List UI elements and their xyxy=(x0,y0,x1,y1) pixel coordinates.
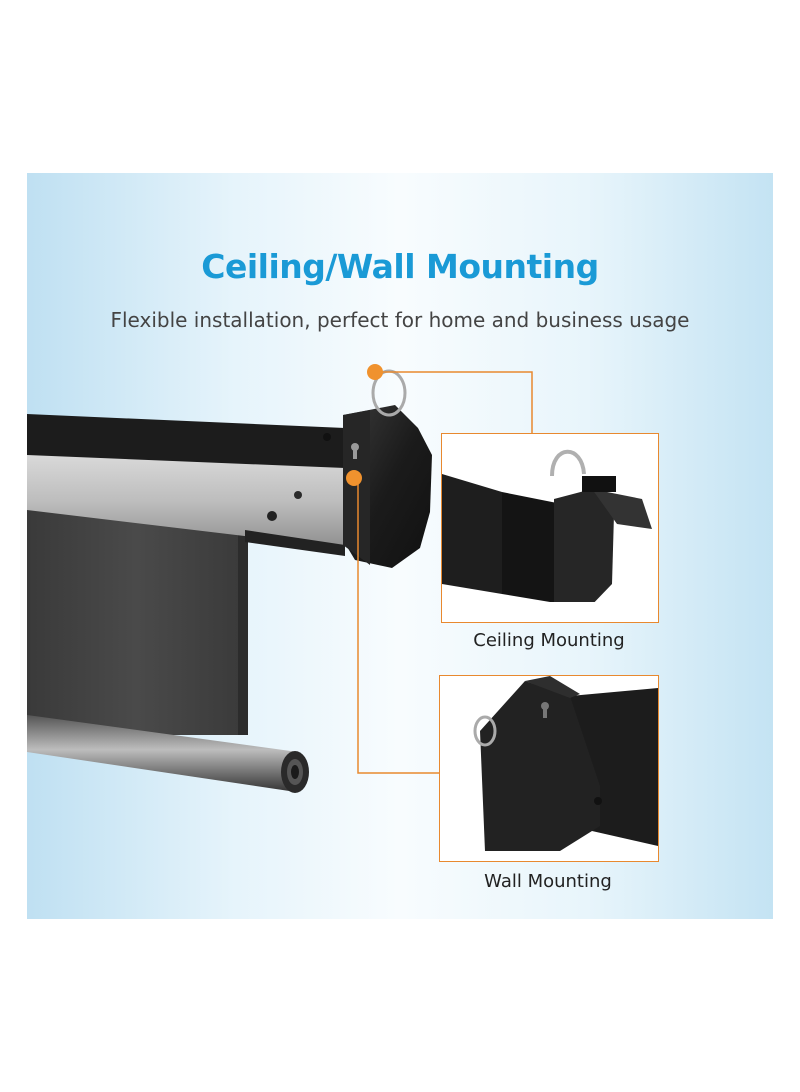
end-cap-bracket xyxy=(343,369,432,568)
bottom-weight-bar xyxy=(27,715,309,793)
page-subtitle: Flexible installation, perfect for home … xyxy=(110,308,690,332)
ceiling-mount-inset xyxy=(441,433,659,623)
screen-fabric xyxy=(27,505,248,735)
ceiling-callout-dot xyxy=(367,364,383,380)
callout-lines xyxy=(357,371,533,774)
page-title: Ceiling/Wall Mounting xyxy=(201,247,599,286)
wall-callout-dot xyxy=(346,470,362,486)
ceiling-mount-caption: Ceiling Mounting xyxy=(473,630,625,651)
screen-housing xyxy=(27,414,351,556)
wall-mount-inset xyxy=(439,675,659,862)
ceiling-mount-photo xyxy=(442,434,658,622)
wall-mount-photo xyxy=(440,676,658,861)
wall-mount-caption: Wall Mounting xyxy=(484,871,612,892)
